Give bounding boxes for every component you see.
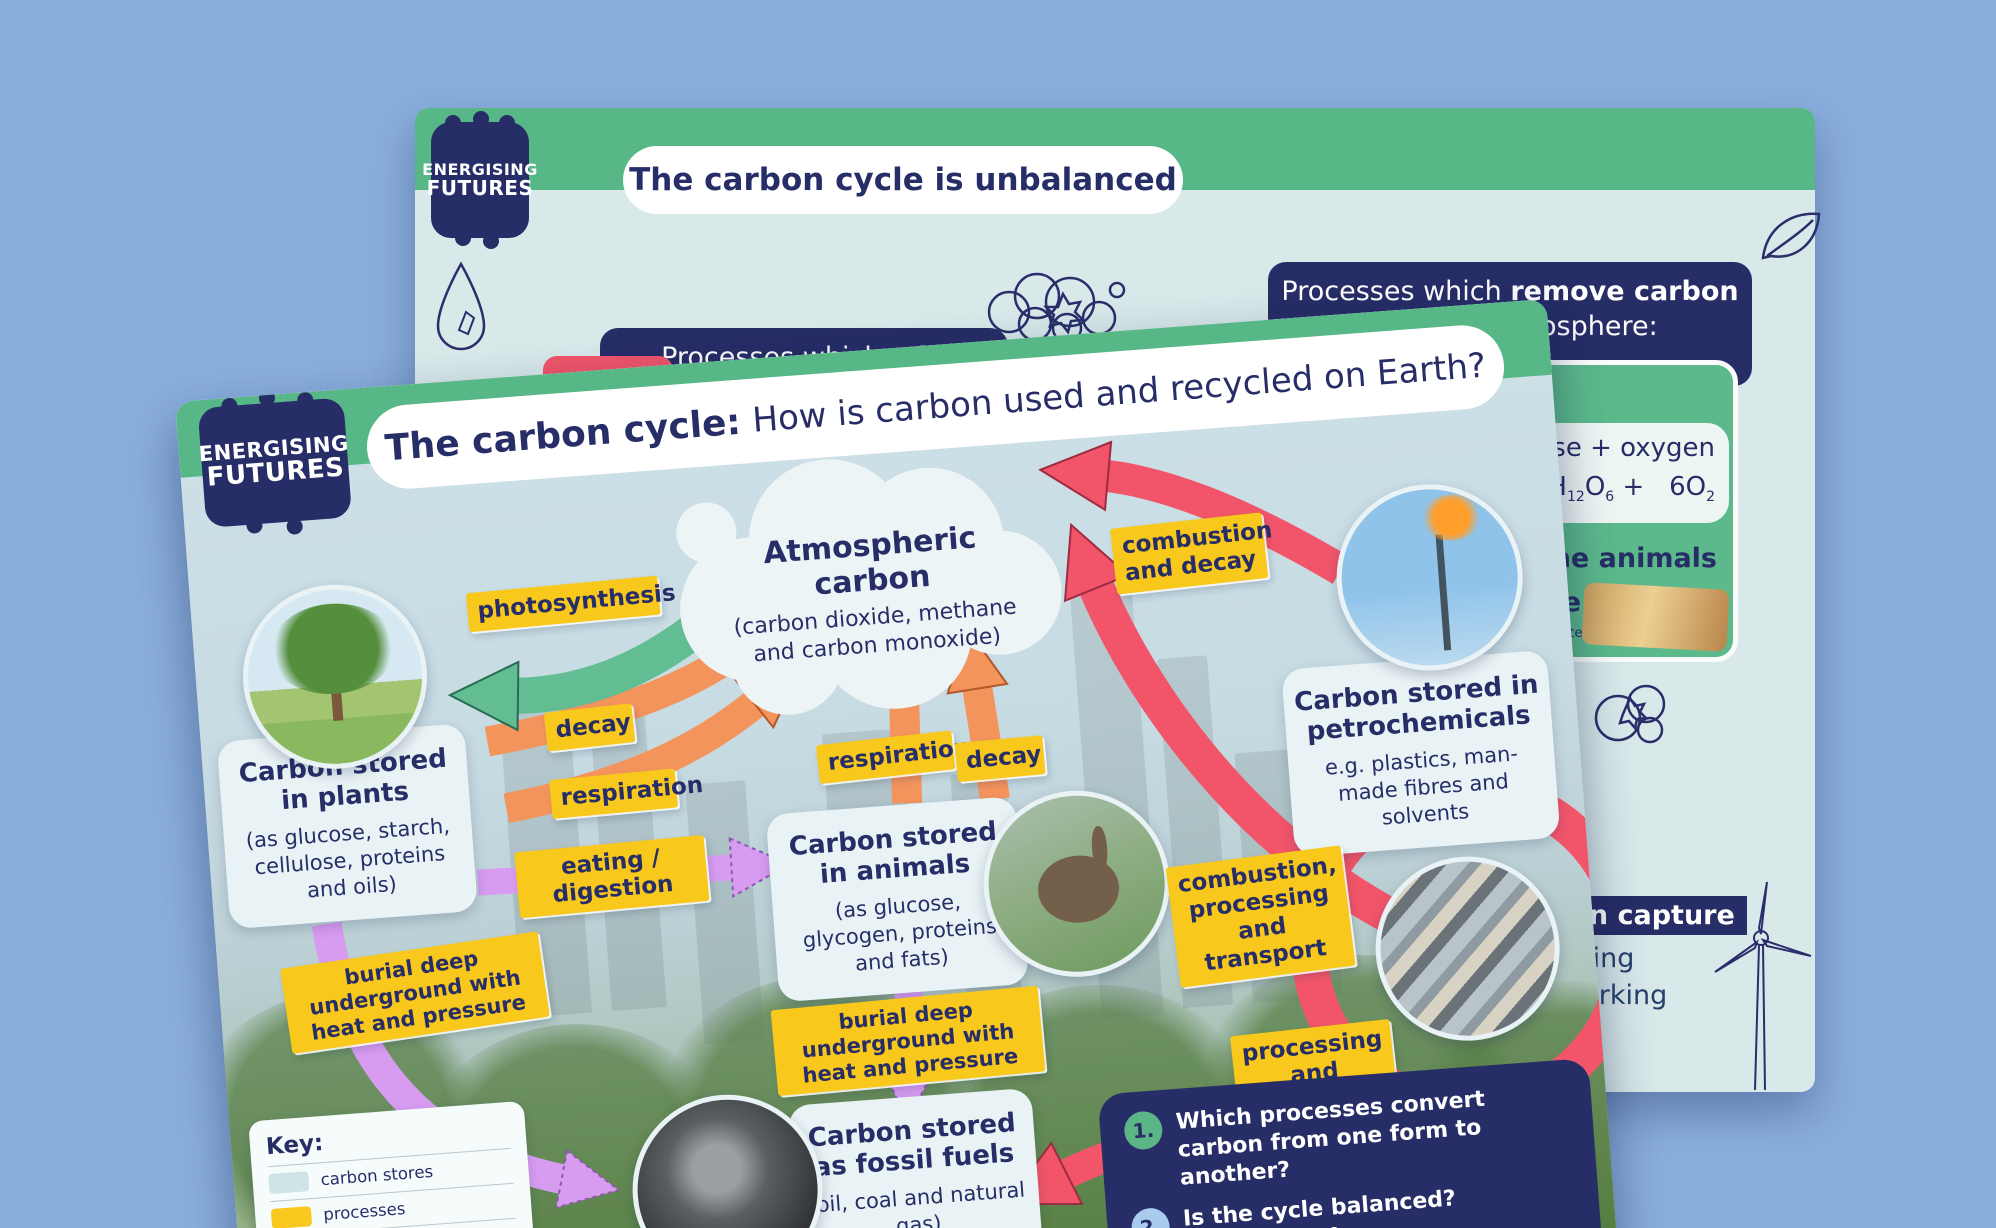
flare-tower — [1435, 534, 1451, 651]
back-title: The carbon cycle is unbalanced — [629, 162, 1177, 198]
logo-bump — [499, 115, 515, 131]
logo-bump — [445, 115, 461, 131]
co2-cloud-icon — [975, 260, 1135, 352]
tree-canopy — [267, 599, 399, 699]
key-swatch-processes — [270, 1206, 313, 1228]
question-2-text: Is the cycle balanced? Why/why not? — [1182, 1186, 1459, 1228]
wind-turbine-icon — [1703, 876, 1815, 1092]
energising-futures-logo: ENERGISING FUTURES — [422, 111, 537, 249]
key-label-processes: processes — [322, 1199, 406, 1225]
oxygen-subscript: 6 — [1605, 489, 1615, 506]
plants-card-sub: (as glucose, starch, cellulose, proteins… — [244, 813, 451, 902]
back-title-pill: The carbon cycle is unbalanced — [623, 146, 1183, 214]
petrochemicals-card-sub: e.g. plastics, man-made fibres and solve… — [1324, 741, 1519, 830]
remove-carbon-prefix: Processes which — [1281, 276, 1511, 307]
o2-subscript: 2 — [1706, 489, 1715, 506]
rabbit-body — [1035, 852, 1122, 926]
front-poster: The carbon cycle: How is carbon used and… — [175, 298, 1635, 1228]
key-swatch-carbon-stores — [268, 1171, 310, 1195]
remove-carbon-bold: remove carbon — [1510, 276, 1739, 307]
animals-card-sub: (as glucose, glycogen, proteins and fats… — [801, 889, 998, 976]
gold-photo-fragment — [1581, 582, 1730, 652]
fossil-fuels-card: Carbon stored as fossil fuels (oil, coal… — [787, 1087, 1043, 1228]
water-droplet-icon — [430, 260, 492, 360]
flare-flame — [1420, 492, 1484, 543]
atmospheric-carbon-label: Atmospheric carbon (carbon dioxide, meth… — [711, 517, 1036, 671]
smoke-puff-icon — [1580, 668, 1680, 758]
animals-card-title: Carbon stored in animals — [787, 816, 998, 890]
fossil-fuels-card-title: Carbon stored as fossil fuels — [806, 1108, 1017, 1184]
petrochemicals-card-title: Carbon stored in petrochemicals — [1293, 669, 1540, 747]
logo-bump — [455, 230, 471, 246]
key-label-carbon-stores: carbon stores — [320, 1161, 434, 1190]
fossil-fuels-card-sub: (oil, coal and natural gas) — [807, 1177, 1026, 1228]
oxygen-symbol: O — [1584, 472, 1606, 502]
question-1: 1. Which processes convert carbon from o… — [1122, 1080, 1572, 1198]
o2-symbol: 6O — [1669, 472, 1707, 502]
atmospheric-carbon-cloud-shape — [676, 459, 1062, 715]
plus-sign: + — [1622, 472, 1645, 502]
logo-text-line2: FUTURES — [426, 175, 534, 200]
petrochemicals-card: Carbon stored in petrochemicals e.g. pla… — [1281, 649, 1561, 858]
hydrogen-subscript: 12 — [1566, 489, 1585, 506]
decay-center-label: decay — [954, 735, 1046, 783]
combustion-decay-arrow — [1098, 457, 1350, 584]
leaf-icon — [1753, 204, 1827, 270]
logo-text-line1: ENERGISING — [422, 159, 538, 179]
combustion-processing-label: combustion, processing and transport — [1165, 845, 1356, 988]
combustion-processing-arrow — [1093, 554, 1456, 960]
question-2-number: 2. — [1130, 1207, 1172, 1228]
logo-bump — [483, 233, 499, 249]
question-1-number: 1. — [1122, 1110, 1164, 1151]
logo-bump — [473, 111, 489, 127]
question-1-text: Which processes convert carbon from one … — [1174, 1086, 1486, 1192]
key-box: Key: carbon stores processes taking carb… — [248, 1100, 543, 1228]
